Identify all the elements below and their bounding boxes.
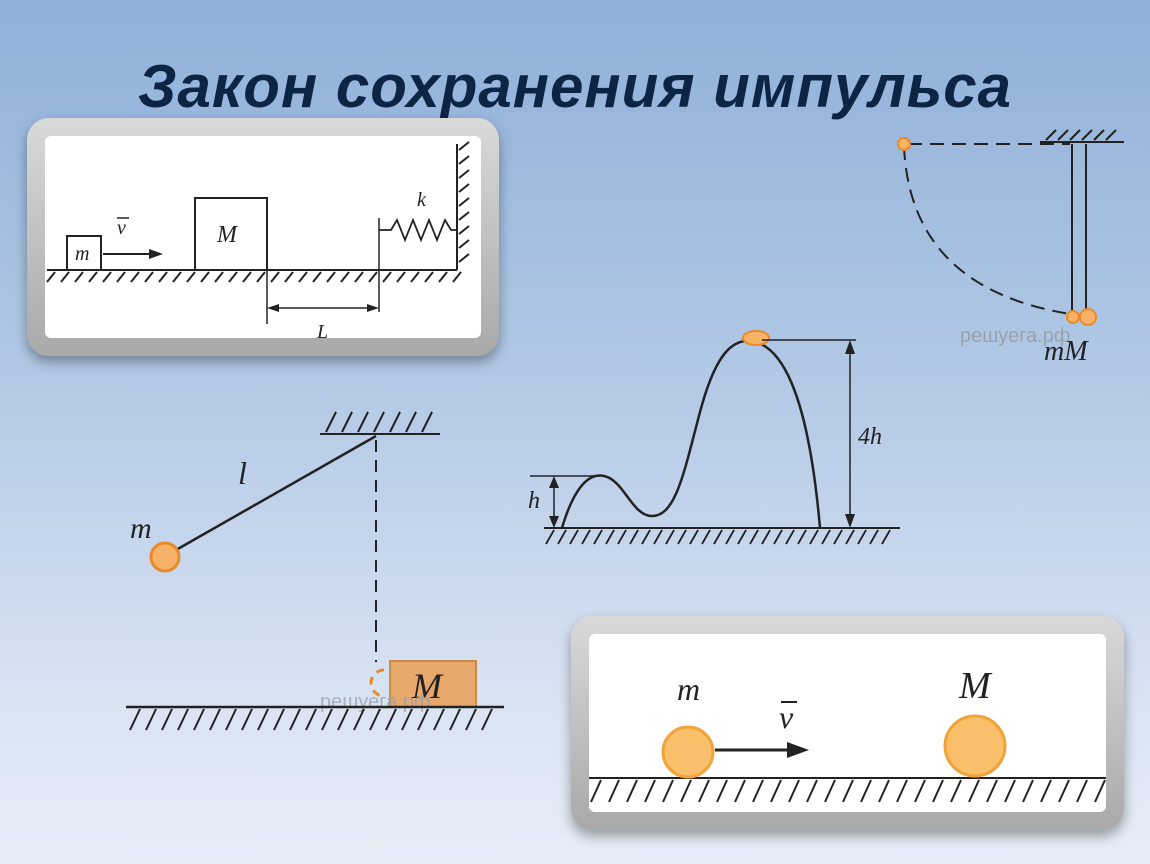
- big-height-bottom-arrowhead: [845, 514, 855, 528]
- ball-M: [1079, 308, 1097, 326]
- ball-m-label: m: [130, 512, 152, 545]
- pendulum-fall-diagram: решуега.рф mM: [897, 129, 1124, 367]
- collision-diagram: m v M: [589, 665, 1106, 803]
- distance-left-arrowhead: [267, 304, 279, 312]
- ceiling-hatching: [325, 411, 433, 433]
- pendulum-diagram: l m M решуега.рф: [126, 411, 504, 731]
- spring-label: k: [417, 189, 427, 211]
- velocity-label: v: [779, 699, 794, 735]
- block-M: [389, 660, 477, 708]
- ground-hatching: [590, 779, 1106, 803]
- wall-hatching: [458, 141, 470, 263]
- mass-labels: mM: [1044, 336, 1089, 367]
- watermark: решуега.рф: [960, 325, 1070, 347]
- ball-m-label: m: [677, 671, 700, 707]
- ball-m: [661, 725, 715, 779]
- string-label: l: [238, 455, 247, 491]
- velocity-arrowhead: [787, 742, 809, 758]
- velocity-label: v: [117, 217, 126, 239]
- hills-diagram: 4h h: [528, 330, 900, 545]
- ball-m: [149, 541, 181, 573]
- swing-arc: [903, 145, 1071, 315]
- block-M-label: M: [411, 666, 444, 706]
- distance-right-arrowhead: [367, 304, 379, 312]
- pendulum-string: [175, 434, 377, 552]
- ball-M-label: M: [958, 665, 993, 707]
- body-on-top: [742, 330, 770, 346]
- ball-m: [1066, 310, 1080, 324]
- collision-diagram-panel: m v M: [589, 634, 1106, 812]
- big-height-label: 4h: [858, 424, 882, 450]
- small-height-label: h: [528, 488, 540, 514]
- small-height-bottom-arrowhead: [549, 516, 559, 528]
- spring-diagram-frame: m v M k L: [27, 118, 499, 356]
- hill-profile: [560, 339, 822, 529]
- floor-hatching: [46, 271, 462, 283]
- spring: [379, 217, 457, 243]
- ball-bottom-outline: [369, 668, 385, 698]
- big-block-label: M: [216, 222, 239, 248]
- ball-initial: [897, 137, 911, 151]
- small-block: [66, 235, 102, 271]
- small-block-label: m: [75, 243, 89, 265]
- ball-M: [943, 714, 1007, 778]
- velocity-arrowhead: [149, 249, 163, 259]
- distance-label: L: [316, 321, 328, 338]
- watermark: решуега.рф: [320, 691, 430, 713]
- spring-diagram-panel: m v M k L: [45, 136, 481, 338]
- slide-title: Закон сохранения импульса: [137, 53, 1013, 120]
- small-height-top-arrowhead: [549, 476, 559, 488]
- floor-hatching: [129, 708, 493, 731]
- spring-diagram: m v M k L: [46, 141, 470, 338]
- big-height-top-arrowhead: [845, 340, 855, 354]
- ground-hatching: [545, 529, 891, 545]
- ceiling-hatching: [1045, 129, 1117, 141]
- big-block: [194, 197, 268, 271]
- collision-diagram-frame: m v M: [571, 616, 1124, 830]
